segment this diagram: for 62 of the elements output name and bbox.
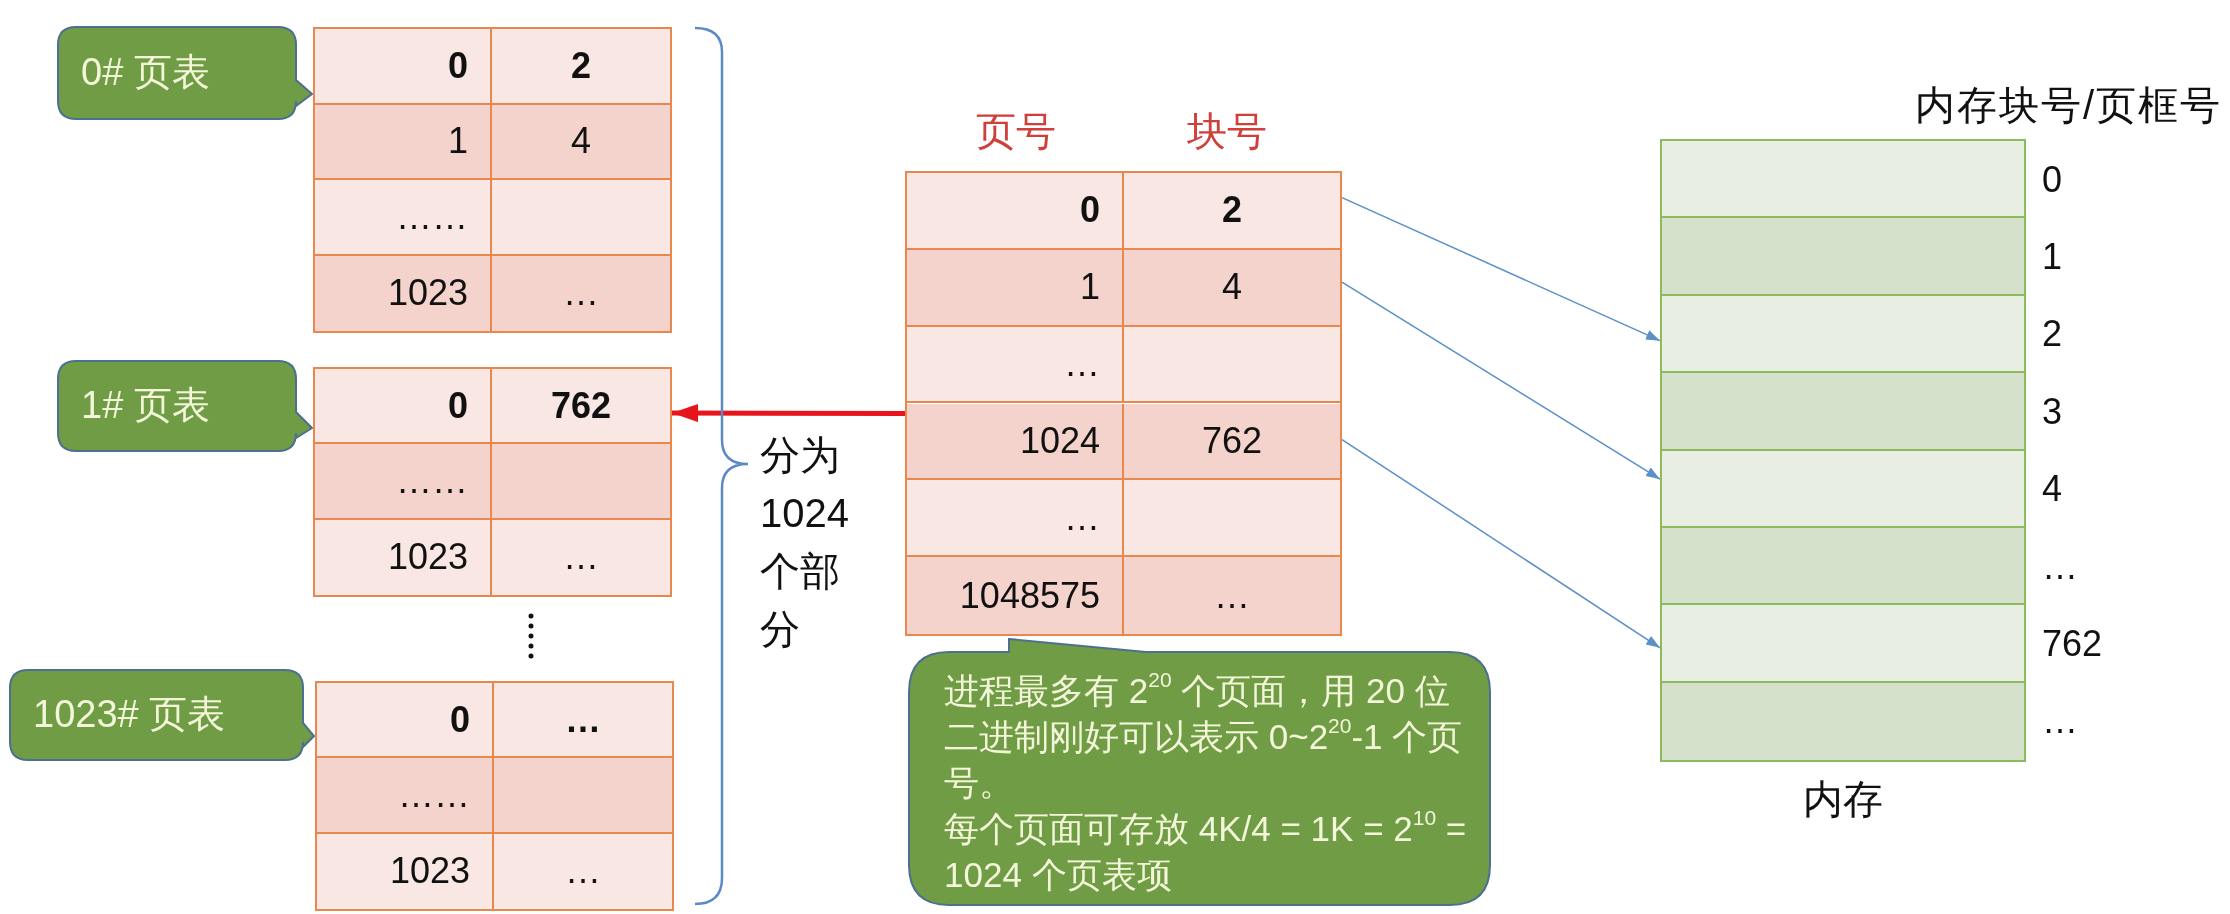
frame-number: 1: [2042, 235, 2063, 280]
table-cell: …: [1124, 557, 1340, 634]
table-cell: 762: [1124, 403, 1340, 481]
frame-number: …: [2042, 544, 2078, 589]
callout-text: 1# 页表: [81, 383, 211, 429]
table-cell: …: [907, 326, 1124, 404]
page-table: [905, 171, 1342, 636]
table-cell: 1023: [315, 255, 492, 331]
table-cell: 1023: [315, 519, 492, 595]
page-table: [313, 367, 672, 597]
frame-number: …: [2042, 699, 2078, 744]
table-cell: 762: [492, 369, 670, 445]
table-cell: ……: [315, 180, 492, 256]
frame-number: 3: [2042, 389, 2063, 434]
speech-bubble: [57, 360, 313, 452]
table-cell: …: [492, 519, 670, 595]
table-cell: 0: [317, 683, 494, 759]
callout-text: 每个页面可存放 4K/4 = 1K = 2$^{10}$ = 1024 个页表项: [944, 806, 1468, 896]
arrow: [1341, 281, 1661, 480]
table-cell: [1124, 326, 1340, 404]
table-cell: [1124, 480, 1340, 558]
table-cell: 0: [315, 369, 492, 445]
frame-number: 0: [2042, 157, 2063, 202]
table-cell: 4: [492, 104, 670, 180]
page-table: [313, 27, 672, 333]
frame-number: 2: [2042, 312, 2063, 357]
table-cell: [494, 758, 672, 834]
table-cell: ……: [315, 444, 492, 520]
table-cell: [492, 444, 670, 520]
table-cell: 1: [907, 249, 1124, 327]
table-cell: 0: [907, 173, 1124, 250]
callout-text: 1023# 页表: [33, 692, 227, 738]
table-cell: 1023: [317, 833, 494, 909]
annotation-text: 分为1024个部分: [760, 432, 850, 653]
frame-number: 4: [2042, 467, 2063, 512]
arrow: [1341, 438, 1661, 649]
table-cell: 1: [315, 104, 492, 180]
page-table: [315, 681, 674, 911]
memory-caption: 内存: [1803, 776, 1883, 823]
column-header: 块号: [1187, 108, 1267, 155]
column-header: 内存块号/页框号: [1914, 82, 2222, 129]
table-cell: …: [494, 833, 672, 909]
column-header: 页号: [976, 108, 1056, 155]
table-cell: ……: [317, 758, 494, 834]
arrow: [672, 404, 905, 423]
table-cell: 2: [1124, 173, 1340, 250]
table-cell: 1048575: [907, 557, 1124, 634]
speech-bubble: [908, 638, 1491, 906]
table-cell: 4: [1124, 249, 1340, 327]
table-cell: [492, 180, 670, 256]
table-cell: …: [907, 480, 1124, 558]
frame-number: 762: [2042, 621, 2103, 666]
arrow: [1341, 196, 1661, 342]
table-cell: 0: [315, 29, 492, 105]
table-cell: 2: [492, 29, 670, 105]
callout-text: 进程最多有 2$^{20}$ 个页面，用 20 位二进制刚好可以表示 0~2$^{20}$-1 个页号。: [944, 668, 1464, 804]
table-cell: …: [494, 683, 672, 759]
speech-bubble: [9, 669, 315, 761]
table-cell: …: [492, 255, 670, 331]
speech-bubble: [57, 26, 313, 120]
table-cell: 1024: [907, 403, 1124, 481]
callout-text: 0# 页表: [81, 50, 211, 96]
